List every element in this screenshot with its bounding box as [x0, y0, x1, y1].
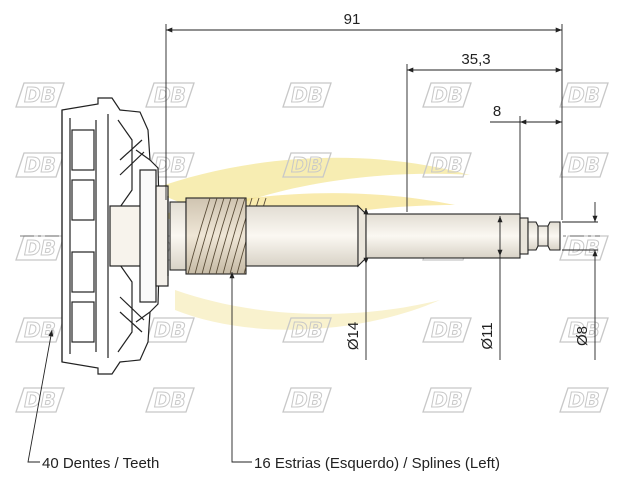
db-watermark: DB [15, 387, 65, 413]
db-watermark: DB [282, 82, 332, 108]
db-watermark: DB [15, 317, 65, 343]
svg-text:DB: DB [568, 83, 600, 107]
gear-tooth [187, 197, 211, 275]
svg-text:DB: DB [291, 388, 323, 412]
svg-text:DB: DB [291, 153, 323, 177]
db-watermark: DB [145, 152, 195, 178]
gear-tooth [201, 197, 225, 275]
svg-text:DB: DB [291, 318, 323, 342]
db-watermark: DB [145, 317, 195, 343]
db-watermark: DB [15, 152, 65, 178]
dim-overall-length: 91 [344, 11, 361, 28]
svg-text:DB: DB [431, 388, 463, 412]
svg-text:DB: DB [431, 318, 463, 342]
svg-text:DB: DB [154, 153, 186, 177]
db-watermark: DB [559, 82, 609, 108]
svg-text:DB: DB [24, 318, 56, 342]
drive-shaft [245, 204, 561, 268]
db-watermark: DB [145, 82, 195, 108]
svg-text:DB: DB [291, 83, 323, 107]
svg-text:DB: DB [154, 83, 186, 107]
db-watermark: DB [15, 235, 65, 261]
db-watermark: DB [422, 317, 472, 343]
svg-text:DB: DB [24, 236, 56, 260]
db-watermark: DB [15, 82, 65, 108]
splines-callout: 16 Estrias (Esquerdo) / Splines (Left) [254, 455, 500, 472]
teeth-callout: 40 Dentes / Teeth [42, 455, 159, 472]
pinion-gear-housing [61, 97, 169, 375]
db-watermark: DB [145, 387, 195, 413]
pinion-gear [169, 197, 267, 275]
dim-end-diameter: Ø8 [574, 326, 591, 346]
dim-end-length: 8 [493, 103, 501, 120]
svg-text:DB: DB [24, 388, 56, 412]
db-watermark: DB [422, 82, 472, 108]
db-watermark: DB [282, 152, 332, 178]
dim-gear-diameter: Ø14 [345, 322, 362, 350]
gear-tooth [194, 197, 218, 275]
callout-labels: 40 Dentes / Teeth 16 Estrias (Esquerdo) … [42, 455, 500, 472]
db-watermark: DB [282, 387, 332, 413]
svg-text:DB: DB [568, 388, 600, 412]
gear-tooth [229, 197, 253, 275]
gear-tooth [215, 197, 239, 275]
svg-text:DB: DB [154, 388, 186, 412]
svg-text:DB: DB [568, 153, 600, 177]
svg-text:DB: DB [24, 83, 56, 107]
db-watermark: DB [559, 152, 609, 178]
callout-leaders [27, 272, 252, 463]
dim-shoulder-length: 35,3 [461, 51, 490, 68]
db-watermark: DB [422, 152, 472, 178]
db-watermark: DB [559, 387, 609, 413]
svg-text:DB: DB [431, 153, 463, 177]
db-watermark: DB [282, 317, 332, 343]
gear-tooth [222, 197, 246, 275]
dimension-labels: 91 35,3 8 Ø14 Ø11 Ø8 [344, 11, 591, 350]
svg-text:DB: DB [154, 318, 186, 342]
gear-tooth [208, 197, 232, 275]
db-watermark: DB [422, 387, 472, 413]
dim-shaft-diameter: Ø11 [479, 322, 496, 349]
svg-text:DB: DB [431, 83, 463, 107]
dimension-lines [165, 24, 598, 360]
db-watermark: DB [559, 235, 609, 261]
svg-text:DB: DB [24, 153, 56, 177]
